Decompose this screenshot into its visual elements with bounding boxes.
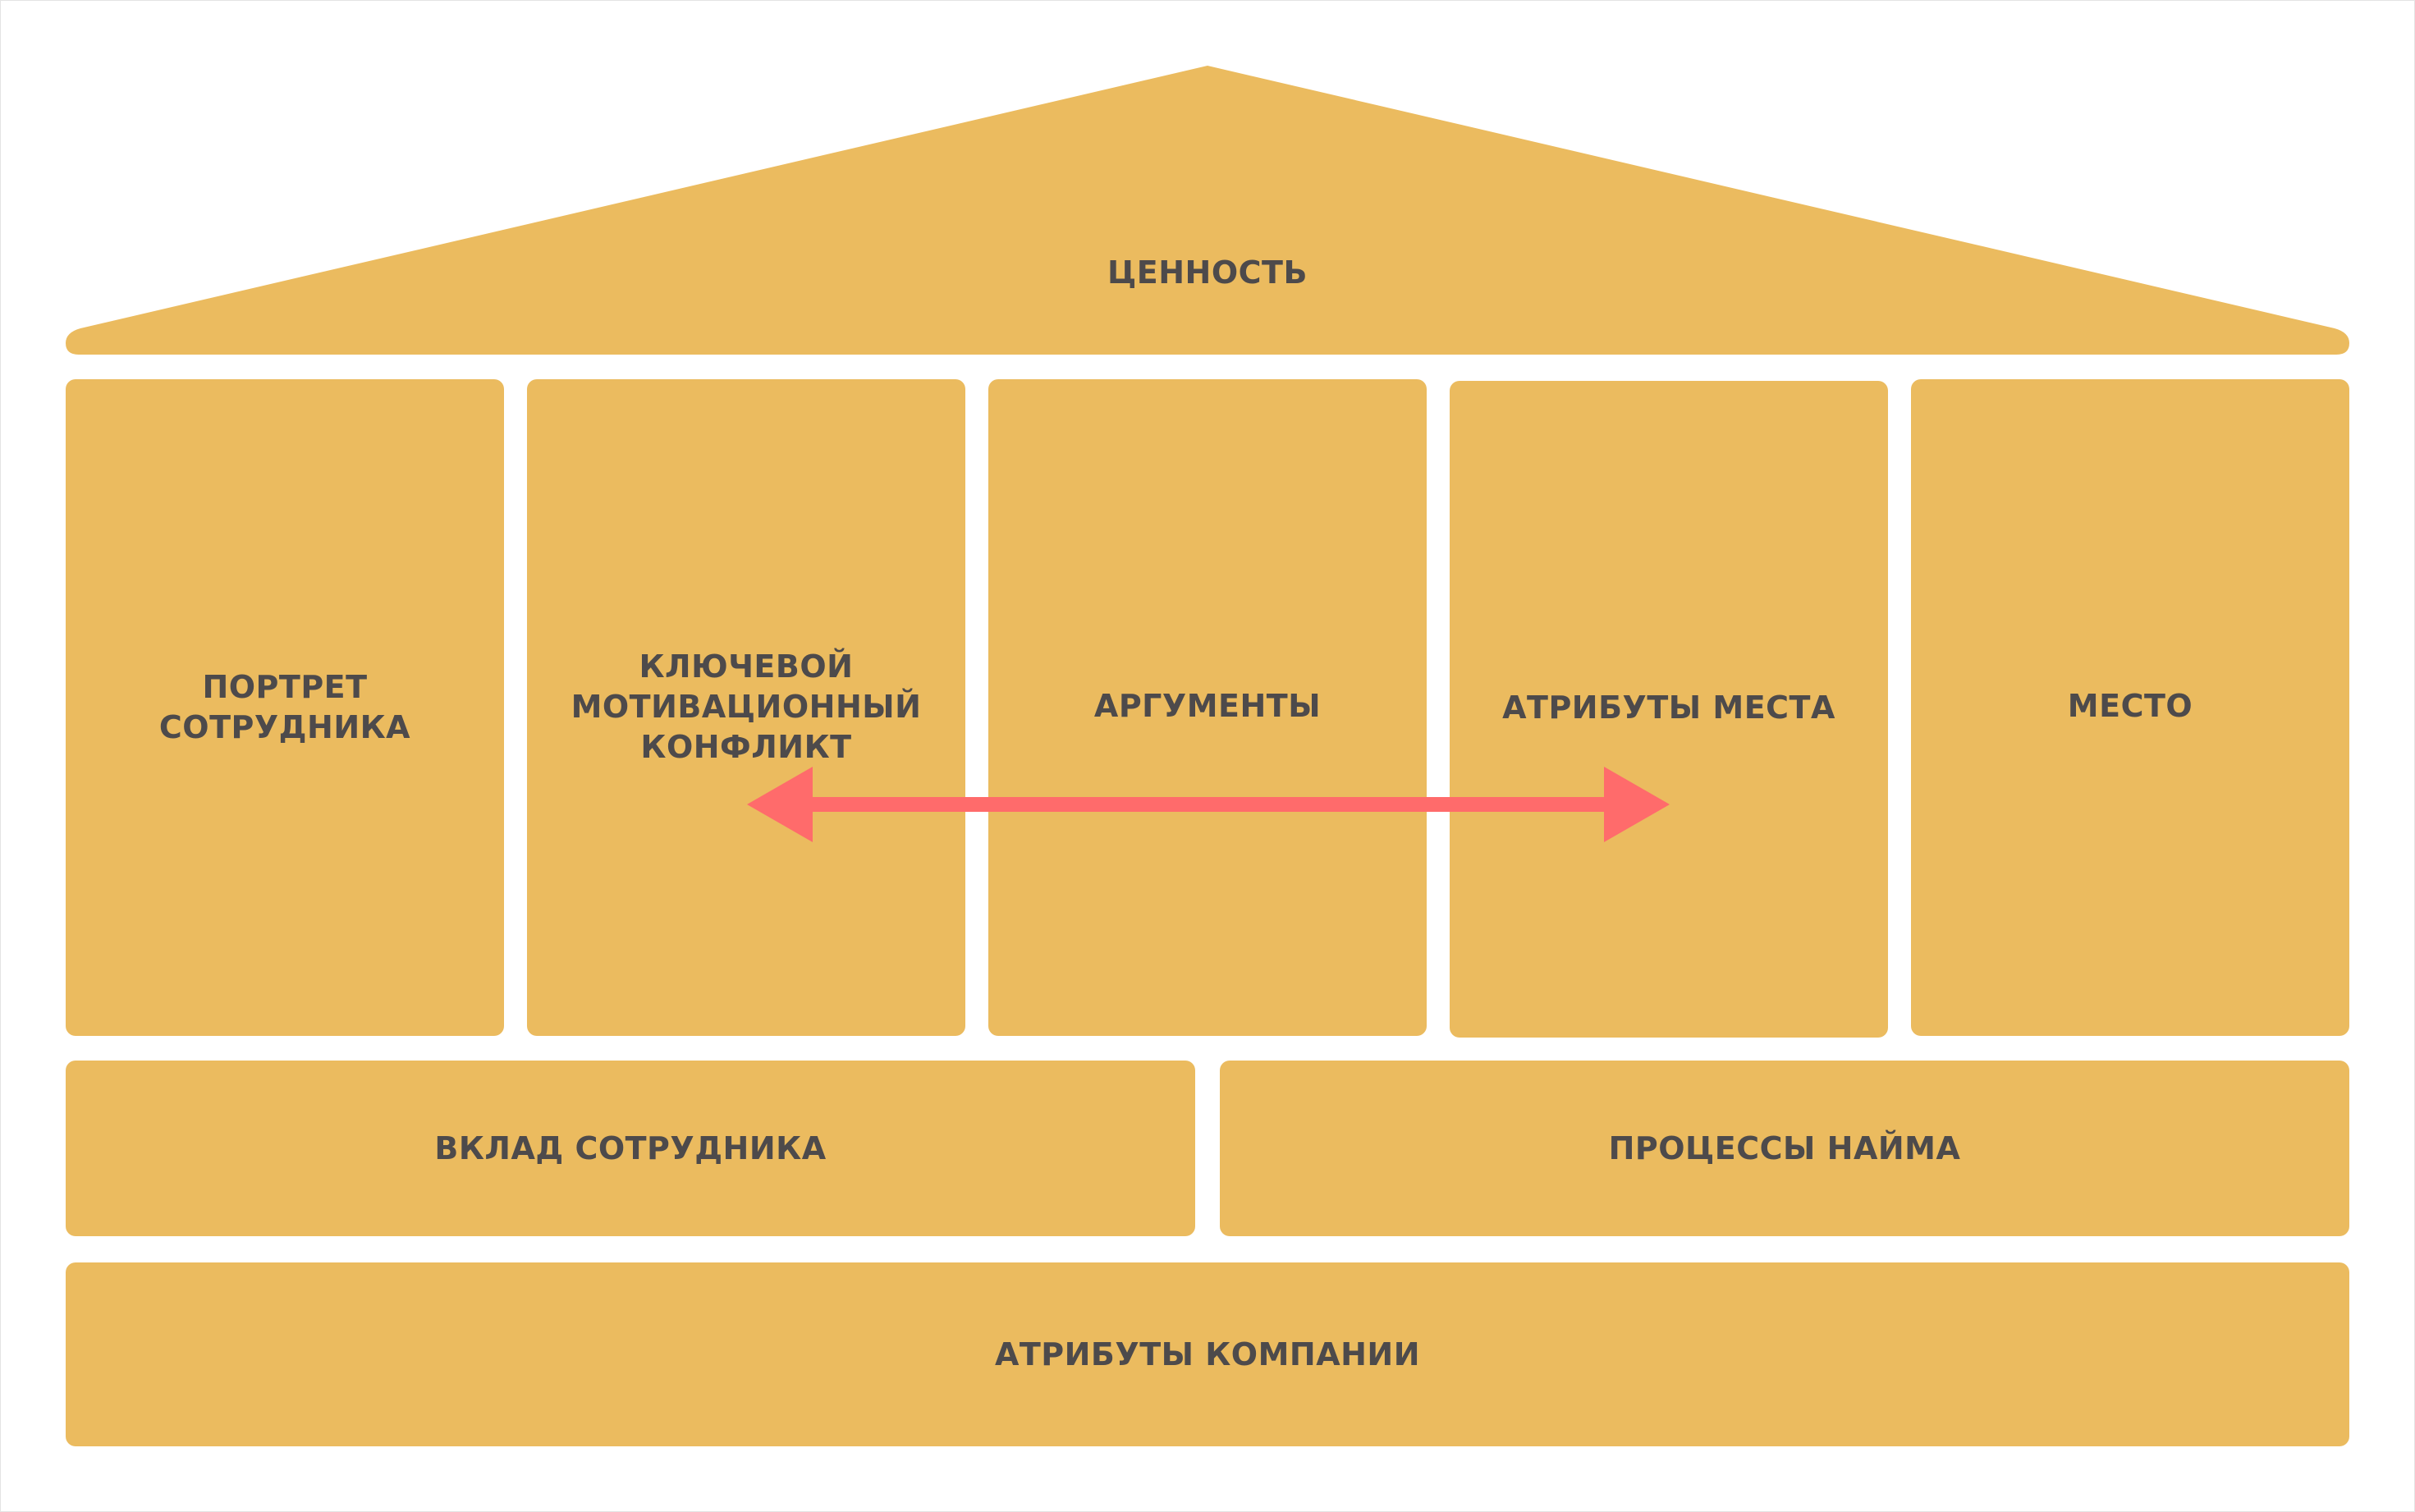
pillar-key-motivational-conflict: КЛЮЧЕВОЙ МОТИВАЦИОННЫЙ КОНФЛИКТ [527, 379, 965, 1036]
block-hiring-processes: ПРОЦЕССЫ НАЙМА [1220, 1061, 2349, 1236]
pillar-place: МЕСТО [1911, 379, 2349, 1036]
pillar-label: ПОРТРЕТ СОТРУДНИКА [158, 669, 411, 745]
block-employee-contribution: ВКЛАД СОТРУДНИКА [66, 1061, 1195, 1236]
block-company-attributes: АТРИБУТЫ КОМПАНИИ [66, 1262, 2349, 1446]
pillar-label: АРГУМЕНТЫ [1093, 688, 1322, 724]
block-label: АТРИБУТЫ КОМПАНИИ [994, 1336, 1421, 1372]
block-label: ПРОЦЕССЫ НАЙМА [1608, 1129, 1961, 1166]
pillar-label: МЕСТО [2067, 688, 2193, 724]
pillar-place-attributes: АТРИБУТЫ МЕСТА [1450, 381, 1888, 1038]
roof-label: ЦЕННОСТЬ [1107, 254, 1308, 291]
pillar-label: АТРИБУТЫ МЕСТА [1502, 690, 1835, 726]
pillar-label: КЛЮЧЕВОЙ МОТИВАЦИОННЫЙ КОНФЛИКТ [571, 648, 922, 765]
roof-shape [66, 66, 2349, 355]
pillar-arguments: АРГУМЕНТЫ [988, 379, 1427, 1036]
block-label: ВКЛАД СОТРУДНИКА [434, 1129, 827, 1166]
pillar-employee-portrait: ПОРТРЕТ СОТРУДНИКА [66, 379, 504, 1036]
